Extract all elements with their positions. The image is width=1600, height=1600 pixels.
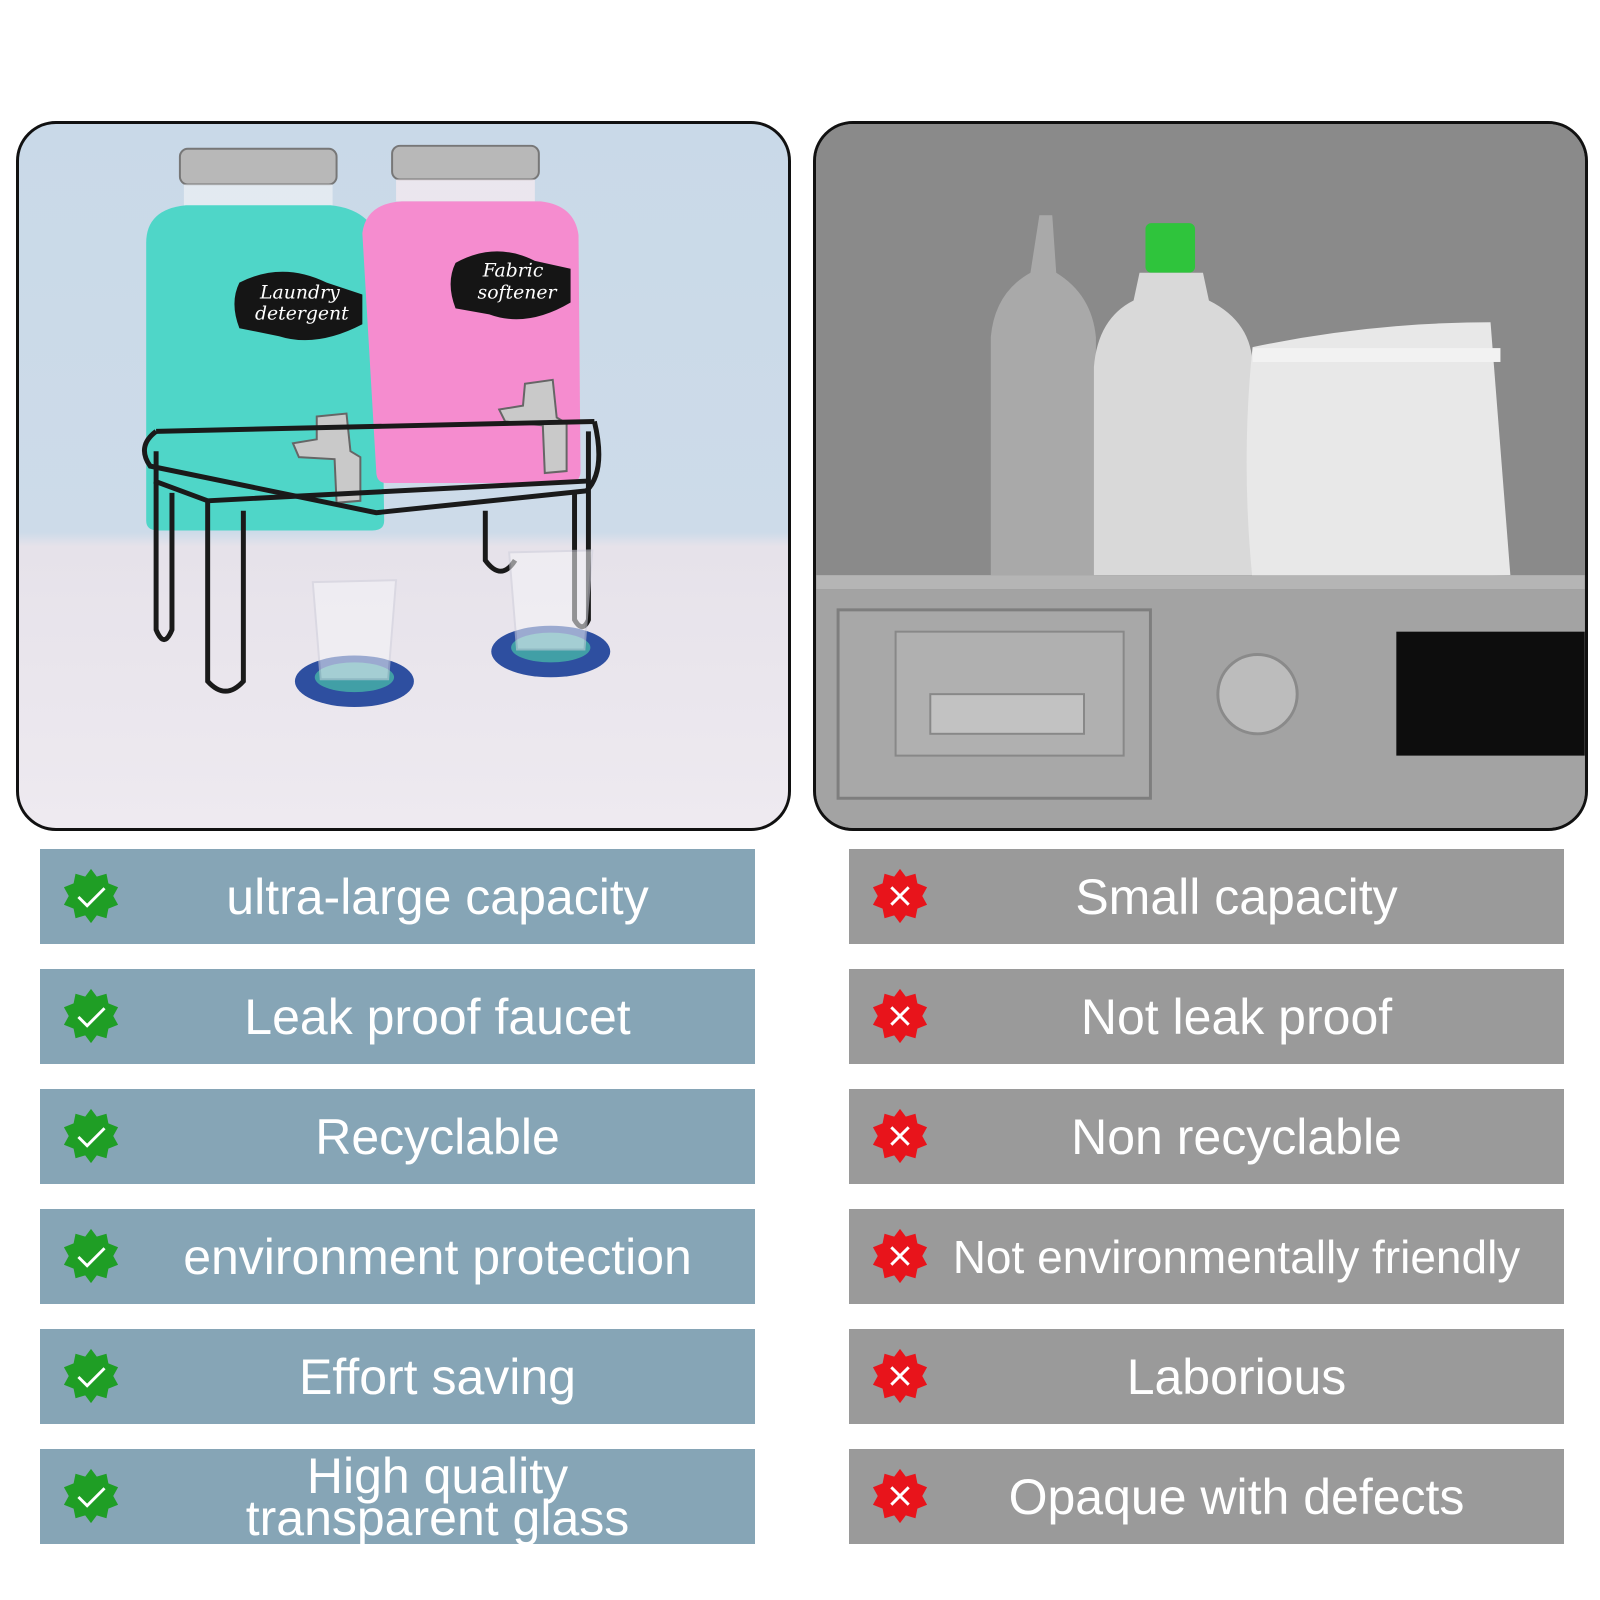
con-row: Not environmentally friendly bbox=[849, 1209, 1564, 1304]
con-text: Laborious bbox=[1126, 1348, 1347, 1405]
cross-icon bbox=[872, 1468, 928, 1524]
folded-towel bbox=[1246, 322, 1511, 581]
pro-row: Effort saving bbox=[40, 1329, 755, 1424]
con-text: Small capacity bbox=[1075, 868, 1398, 925]
jar1-label-line2: detergent bbox=[255, 303, 349, 324]
con-text: Non recyclable bbox=[1071, 1108, 1402, 1165]
con-row: Not leak proof bbox=[849, 969, 1564, 1064]
con-row: Non recyclable bbox=[849, 1089, 1564, 1184]
laundry-detergent-jar: Laundry detergent bbox=[146, 147, 385, 531]
check-icon bbox=[63, 1348, 119, 1404]
cross-icon bbox=[872, 988, 928, 1044]
plastic-bottles bbox=[990, 215, 1253, 576]
pro-text: High quality transparent glass bbox=[245, 1447, 630, 1546]
con-text: Opaque with defects bbox=[1008, 1468, 1465, 1525]
check-icon bbox=[63, 868, 119, 924]
pro-row: ultra-large capacity bbox=[40, 849, 755, 944]
con-row: Laborious bbox=[849, 1329, 1564, 1424]
comparison-photo-panel bbox=[813, 121, 1588, 831]
jar2-label-line2: softener bbox=[478, 283, 558, 304]
cross-icon bbox=[872, 1108, 928, 1164]
dispenser-illustration: Laundry detergent Fabric softener bbox=[142, 144, 611, 708]
pro-text: Effort saving bbox=[298, 1348, 576, 1405]
laundry-room-illustration bbox=[816, 124, 1585, 828]
pro-text: environment protection bbox=[183, 1228, 692, 1285]
con-text: Not environmentally friendly bbox=[952, 1230, 1521, 1283]
check-icon bbox=[63, 1228, 119, 1284]
jar1-label-line1: Laundry bbox=[259, 283, 340, 304]
cross-icon bbox=[872, 868, 928, 924]
pro-row: environment protection bbox=[40, 1209, 755, 1304]
con-text: Not leak proof bbox=[1080, 988, 1393, 1045]
con-row: Small capacity bbox=[849, 849, 1564, 944]
check-icon bbox=[63, 988, 119, 1044]
cross-icon bbox=[872, 1348, 928, 1404]
pro-text: Leak proof faucet bbox=[244, 988, 631, 1045]
measuring-cups bbox=[294, 549, 611, 708]
washing-machine bbox=[816, 589, 1585, 828]
check-icon bbox=[63, 1108, 119, 1164]
product-photo-panel: Laundry detergent Fabric softener bbox=[16, 121, 791, 831]
check-icon bbox=[63, 1468, 119, 1524]
pro-text: Recyclable bbox=[315, 1108, 560, 1165]
pro-row: High quality transparent glass bbox=[40, 1449, 755, 1544]
fabric-softener-jar: Fabric softener bbox=[362, 144, 581, 483]
jar2-label-line1: Fabric bbox=[482, 261, 544, 282]
con-row: Opaque with defects bbox=[849, 1449, 1564, 1544]
pro-row: Leak proof faucet bbox=[40, 969, 755, 1064]
pro-text: ultra-large capacity bbox=[226, 868, 649, 925]
metal-stand bbox=[142, 418, 602, 694]
pro-row: Recyclable bbox=[40, 1089, 755, 1184]
cross-icon bbox=[872, 1228, 928, 1284]
